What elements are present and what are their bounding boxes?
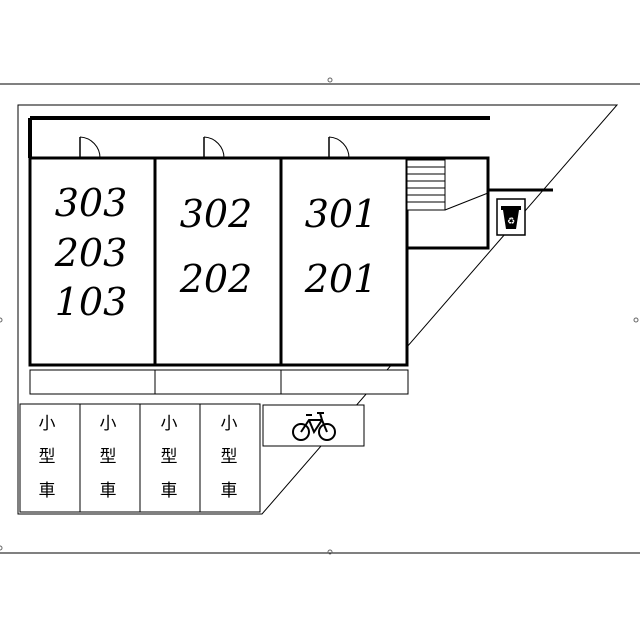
- door-icon: [203, 136, 225, 159]
- parking-label: 車: [100, 481, 117, 501]
- unit-number: 301: [305, 192, 378, 236]
- unit-block-left: [28, 156, 157, 367]
- balcony-strip: [29, 369, 409, 395]
- parking-label: 小: [161, 414, 178, 434]
- unit-number: 203: [54, 231, 128, 275]
- parking-label: 車: [161, 481, 178, 501]
- recycle-bin-icon: ♻: [496, 198, 526, 236]
- parking-label: 小: [100, 414, 117, 434]
- parking-label: 車: [39, 481, 56, 501]
- parking-label: 小: [221, 414, 238, 434]
- door-icon: [79, 136, 101, 159]
- parking-space: 小 型 車: [161, 414, 178, 501]
- unit-number: 202: [179, 257, 253, 301]
- parking-label: 型: [221, 447, 238, 467]
- parking-space: 小 型 車: [39, 414, 56, 501]
- unit-number: 303: [55, 181, 128, 225]
- lot-boundary: [17, 104, 619, 515]
- unit-number: 201: [304, 257, 378, 301]
- unit-block-right: [279, 156, 409, 367]
- parking-space: 小 型 車: [221, 414, 238, 501]
- parking-area: [19, 403, 261, 513]
- parking-label: 車: [221, 481, 238, 501]
- parking-label: 小: [39, 414, 56, 434]
- parking-space: 小 型 車: [100, 414, 117, 501]
- parking-label: 型: [39, 447, 56, 467]
- svg-text:♻: ♻: [507, 217, 515, 227]
- unit-number: 302: [180, 192, 253, 236]
- corridor-wall: [28, 116, 490, 158]
- bicycle-icon: [292, 412, 336, 441]
- parking-label: 型: [161, 447, 178, 467]
- unit-number: 103: [55, 280, 128, 324]
- bicycle-parking: [262, 404, 365, 447]
- stairs-icon: [406, 156, 553, 250]
- site-boundary: [0, 77, 640, 555]
- parking-label: 型: [100, 447, 117, 467]
- door-icon: [328, 136, 350, 159]
